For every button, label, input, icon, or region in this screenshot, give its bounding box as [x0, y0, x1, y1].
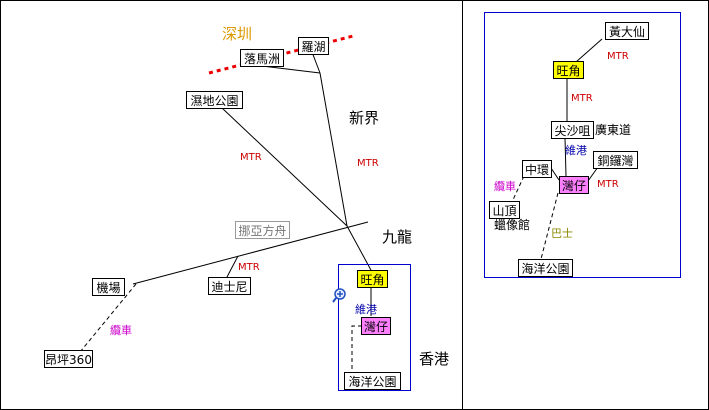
svg-text:濕地公園: 濕地公園 — [190, 94, 238, 108]
station-disney[interactable]: 迪士尼 — [208, 277, 251, 295]
inset-label-bus: 巴士 — [551, 227, 573, 240]
inset-station-wan-chai[interactable]: 灣仔 — [559, 176, 589, 194]
svg-text:旺角: 旺角 — [360, 273, 384, 287]
region-new-territories: 新界 — [349, 109, 379, 127]
station-wetland-park[interactable]: 濕地公園 — [186, 91, 243, 109]
inset-frame — [484, 12, 681, 278]
line-lok-ma-chau-branch — [261, 65, 321, 74]
svg-text:海洋公園: 海洋公園 — [348, 374, 396, 389]
svg-text:尖沙咀: 尖沙咀 — [554, 124, 590, 138]
svg-text:灣仔: 灣仔 — [562, 179, 586, 193]
station-tung-chung[interactable]: 機場 — [92, 278, 125, 296]
inset-line-central-wc — [550, 167, 560, 181]
inset-line-central-peak — [511, 175, 525, 203]
station-noahs-ark[interactable]: 挪亞方舟 — [235, 221, 290, 239]
line-tung-chung — [132, 221, 369, 285]
station-ngong-ping[interactable]: 昂坪360 — [44, 350, 93, 368]
inset-label-mtr-top: MTR — [607, 51, 629, 62]
label-mtr-east: MTR — [357, 158, 379, 169]
line-east-rail — [319, 72, 348, 227]
region-hong-kong: 香港 — [419, 350, 449, 368]
inset-line-wts-mk — [575, 38, 603, 63]
svg-text:黃大仙: 黃大仙 — [609, 25, 645, 39]
svg-text:海洋公園: 海洋公園 — [521, 261, 569, 276]
inset-line-wc-cwb — [587, 166, 599, 182]
region-kowloon: 九龍 — [382, 228, 412, 246]
svg-text:昂坪360: 昂坪360 — [45, 353, 92, 367]
inset-label-mtr-mid: MTR — [571, 93, 593, 104]
line-lo-wu-branch — [311, 51, 321, 74]
svg-text:機場: 機場 — [96, 280, 120, 295]
inset-line-tst-wc — [564, 137, 567, 177]
inset-station-central[interactable]: 中環 — [522, 160, 552, 178]
svg-text:灣仔: 灣仔 — [364, 320, 388, 334]
inset-label-harbour: 維港 — [565, 144, 587, 157]
svg-text:挪亞方舟: 挪亞方舟 — [238, 223, 286, 238]
inset-label-cable-car: 纜車 — [494, 179, 516, 193]
svg-text:山頂: 山頂 — [492, 204, 516, 218]
line-wan-chai-ocean-park — [351, 325, 362, 374]
inset-station-ocean-park[interactable]: 海洋公園 — [518, 259, 573, 277]
station-lo-wu[interactable]: 羅湖 — [298, 37, 329, 55]
svg-text:銅鑼灣: 銅鑼灣 — [597, 153, 633, 168]
inset-station-wax-museum: 蠟像館 — [494, 217, 530, 232]
focus-area-box — [338, 264, 411, 391]
inset-station-mong-kok[interactable]: 旺角 — [553, 61, 584, 79]
station-mong-kok[interactable]: 旺角 — [357, 270, 388, 288]
region-shenzhen: 深圳 — [222, 25, 252, 43]
magnifier-plus-icon[interactable] — [332, 288, 346, 303]
inset-station-canton-road: 廣東道 — [595, 123, 631, 137]
station-wan-chai[interactable]: 灣仔 — [361, 317, 391, 335]
inset-station-tsim-sha-tsui[interactable]: 尖沙咀 — [551, 121, 594, 139]
inset-station-causeway-bay[interactable]: 銅鑼灣 — [593, 151, 638, 169]
label-mtr-disney: MTR — [238, 262, 260, 273]
inset-label-mtr-right: MTR — [597, 179, 619, 190]
station-lok-ma-chau[interactable]: 落馬洲 — [240, 49, 284, 67]
inset-station-wong-tai-sin[interactable]: 黃大仙 — [605, 22, 649, 40]
line-cable-car — [79, 283, 137, 353]
inset-map: MTR MTR MTR 維港 纜車 巴士 廣東道 蠟像館 黃大仙 旺角 尖沙咀 … — [484, 12, 681, 278]
label-cable-car: 纜車 — [110, 323, 132, 337]
svg-text:羅湖: 羅湖 — [301, 39, 325, 54]
line-west-rail — [221, 107, 348, 227]
svg-text:中環: 中環 — [525, 162, 549, 177]
inset-line-wc-ocean-park — [540, 192, 559, 260]
main-map: 深圳 新界 九龍 香港 MTR MTR MTR 纜車 維港 羅湖 落馬洲 濕地公… — [44, 25, 449, 391]
label-harbour: 維港 — [355, 303, 377, 316]
station-ocean-park[interactable]: 海洋公園 — [344, 372, 401, 390]
svg-text:迪士尼: 迪士尼 — [211, 280, 247, 294]
label-mtr-main: MTR — [240, 152, 262, 163]
svg-text:落馬洲: 落馬洲 — [244, 52, 280, 66]
line-disney-branch — [226, 255, 239, 278]
line-to-mong-kok — [346, 225, 373, 273]
inset-station-the-peak[interactable]: 山頂 — [489, 201, 520, 219]
svg-text:旺角: 旺角 — [556, 64, 580, 78]
